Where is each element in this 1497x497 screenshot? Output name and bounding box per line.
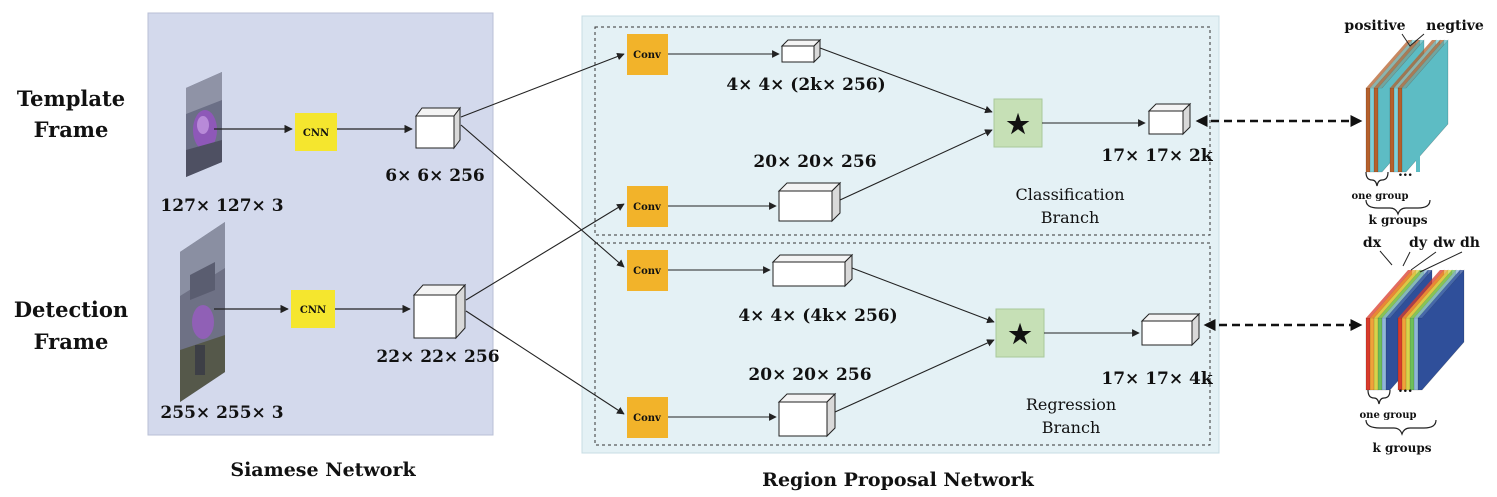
cls-one-group-brace <box>1365 171 1389 187</box>
reg-slab-group1-layer6-top <box>1386 270 1432 318</box>
reg-channel-dx: dx <box>1363 235 1382 251</box>
arrow-detection-to-reg-conv <box>465 310 625 415</box>
detection-frame-label-line2: Frame <box>34 329 109 354</box>
template-feature-cube <box>415 106 461 150</box>
cls-slab-group2-layer3-top <box>1398 40 1444 88</box>
conv-label-reg-template: Conv <box>633 266 662 277</box>
template-size-label: 127× 127× 3 <box>160 196 283 216</box>
cnn-label-detection: CNN <box>300 305 326 316</box>
conv-block-reg-template <box>627 250 668 291</box>
arrow-cls-kernel-to-corr <box>819 47 993 114</box>
classification-branch-frame <box>594 26 1211 236</box>
conv-block-cls-template <box>627 34 668 75</box>
cnn-label-template: CNN <box>303 128 329 139</box>
cls-correlation-symbol: ★ <box>1006 110 1030 140</box>
reg-one-group-label: one group <box>1360 410 1417 421</box>
conv-label-cls-template: Conv <box>633 50 662 61</box>
cls-slab-group2-layer1-top <box>1390 40 1436 88</box>
reg-branch-label-line2: Branch <box>1042 418 1101 437</box>
reg-kernel-cube <box>771 253 854 288</box>
reg-slab-group1-layer5-top <box>1382 270 1428 318</box>
cls-k-groups-brace <box>1365 199 1431 216</box>
template-frame-image <box>186 72 222 177</box>
reg-slab-group2-layer3-top <box>1406 270 1452 318</box>
arrow-template-to-reg-conv <box>460 124 625 268</box>
reg-slab-group2-layer2-top <box>1402 270 1448 318</box>
detection-feature-cube <box>412 283 467 340</box>
conv-block-reg-detection <box>627 397 668 438</box>
cls-slab-group2-layer2-top <box>1394 40 1440 88</box>
reg-channel-dy: dy <box>1409 235 1428 251</box>
reg-correlation-symbol: ★ <box>1008 320 1032 350</box>
cls-output-size: 17× 17× 2k <box>1101 146 1213 166</box>
cls-slab-group1-layer2-top <box>1370 40 1416 88</box>
arrow-template-to-cls-conv <box>460 52 625 118</box>
cls-channel-pointer <box>1401 33 1425 47</box>
arrow-detection-to-cls-conv <box>465 203 625 301</box>
conv-block-cls-detection <box>627 186 668 227</box>
cnn-block-template <box>295 113 337 151</box>
siamese-network-title: Siamese Network <box>230 459 416 481</box>
reg-slab-group1-layer4-top <box>1378 270 1424 318</box>
cls-slab-group2-layer4-top <box>1402 40 1448 88</box>
cls-slab-group1-layer3-top <box>1374 40 1420 88</box>
detection-frame-image <box>180 222 225 402</box>
cls-one-group-label: one group <box>1352 191 1409 202</box>
cls-branch-label-line2: Branch <box>1041 208 1100 227</box>
reg-output-stack <box>1365 269 1465 391</box>
regression-branch-frame <box>594 242 1211 446</box>
rpn-title: Region Proposal Network <box>762 469 1035 491</box>
arrow-reg-search-to-corr <box>834 339 995 413</box>
cls-correlation-block <box>993 98 1043 148</box>
reg-kernel-size: 4× 4× (4k× 256) <box>738 306 897 326</box>
reg-ellipsis: ... <box>1398 380 1413 396</box>
reg-search-size: 20× 20× 256 <box>748 365 871 385</box>
cls-channel-negtive: negtive <box>1426 18 1484 34</box>
cls-output-cube <box>1147 102 1192 136</box>
cls-search-cube <box>777 181 842 223</box>
reg-channel-dh: dh <box>1460 235 1480 251</box>
reg-k-groups-brace <box>1365 419 1437 436</box>
reg-k-groups-label: k groups <box>1372 441 1431 455</box>
reg-correlation-block <box>995 308 1045 358</box>
reg-slab-group2-layer1-top <box>1398 270 1444 318</box>
reg-slab-group1-layer2-top <box>1370 270 1416 318</box>
cls-k-groups-label: k groups <box>1368 213 1427 227</box>
conv-label-cls-detection: Conv <box>633 202 662 213</box>
detection-size-label: 255× 255× 3 <box>160 403 283 423</box>
cls-branch-label-line1: Classification <box>1015 185 1124 204</box>
cls-front-edge-1 <box>1416 88 1420 172</box>
reg-branch-label-line1: Regression <box>1026 395 1116 414</box>
arrow-cls-search-to-corr <box>839 129 993 201</box>
reg-slab-group2-layer4-top <box>1410 270 1456 318</box>
cls-kernel-size: 4× 4× (2k× 256) <box>726 75 885 95</box>
template-frame-label-line2: Frame <box>34 117 109 142</box>
cls-search-size: 20× 20× 256 <box>753 152 876 172</box>
cls-channel-positive: positive <box>1344 18 1405 34</box>
cls-output-stack <box>1365 39 1449 173</box>
template-frame-label-line1: Template <box>17 86 125 111</box>
reg-slab-group1-layer3-top <box>1374 270 1420 318</box>
reg-slab-group2-layer5-top <box>1414 270 1460 318</box>
conv-label-reg-detection: Conv <box>633 413 662 424</box>
reg-output-cube <box>1140 312 1201 347</box>
template-feature-size: 6× 6× 256 <box>385 166 484 186</box>
cls-kernel-cube <box>780 38 822 64</box>
detection-frame-label-line1: Detection <box>14 297 128 322</box>
reg-output-size: 17× 17× 4k <box>1101 369 1213 389</box>
reg-channel-pointers <box>1379 250 1463 273</box>
detection-feature-size: 22× 22× 256 <box>376 347 499 367</box>
cls-slab-group1-layer1-top <box>1366 40 1412 88</box>
cls-ellipsis: ... <box>1398 164 1413 180</box>
reg-slab-group1-layer1-top <box>1366 270 1412 318</box>
reg-one-group-brace <box>1367 389 1391 405</box>
reg-search-cube <box>777 392 837 438</box>
arrow-reg-kernel-to-corr <box>851 267 995 324</box>
reg-slab-group2-layer6-top <box>1418 270 1464 318</box>
reg-channel-dw: dw <box>1433 235 1456 251</box>
cls-slab-group1-layer4-top <box>1378 40 1424 88</box>
cnn-block-detection <box>291 290 335 328</box>
